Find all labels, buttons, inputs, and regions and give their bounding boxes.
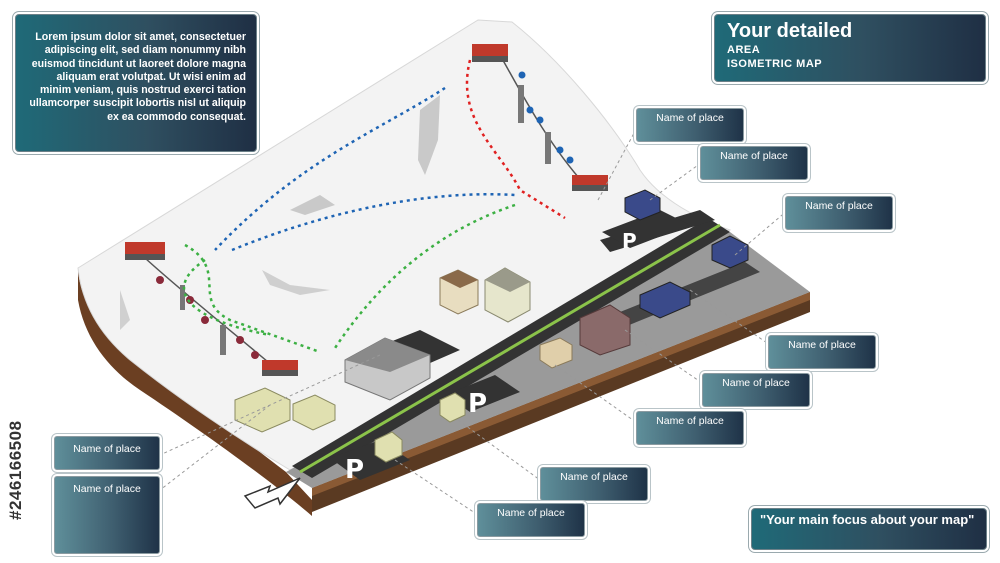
place-label: Name of place — [636, 108, 744, 142]
exit-arrow-icon — [243, 477, 301, 509]
place-label-text: Name of place — [720, 150, 788, 162]
place-label-text: Name of place — [722, 377, 790, 389]
place-label: Name of place — [540, 467, 648, 501]
svg-text:P: P — [622, 229, 637, 253]
snow-slope — [77, 19, 732, 471]
title-panel: Your detailed AREA ISOMETRIC MAP — [714, 14, 986, 82]
place-label-text: Name of place — [560, 471, 628, 483]
place-label: Name of place — [54, 476, 160, 554]
rock-ridge — [120, 290, 130, 330]
place-label: Name of place — [636, 411, 744, 445]
stock-id: #246166508 — [4, 320, 26, 520]
place-label-text: Name of place — [656, 112, 724, 124]
title-line-1: Your detailed — [727, 20, 853, 42]
place-label: Name of place — [702, 373, 810, 407]
intro-text-panel: Lorem ipsum dolor sit amet, consectetuer… — [15, 14, 257, 152]
terrain-soil — [78, 268, 312, 516]
place-label-text: Name of place — [805, 200, 873, 212]
title-line-2: AREA — [727, 44, 761, 56]
rock-ridge — [262, 270, 330, 295]
svg-text:P: P — [468, 389, 487, 419]
place-label-text: Name of place — [73, 483, 141, 495]
place-label-text: Name of place — [497, 507, 565, 519]
place-label: Name of place — [768, 335, 876, 369]
place-label: Name of place — [54, 436, 160, 470]
road-centerline — [299, 223, 721, 474]
place-label-text: Name of place — [73, 443, 141, 455]
rock-ridge — [418, 95, 440, 175]
focus-panel: "Your main focus about your map" — [751, 508, 987, 550]
stock-id-text: #246166508 — [6, 420, 25, 520]
place-label-text: Name of place — [656, 415, 724, 427]
ski-lift-left — [125, 242, 298, 376]
place-label: Name of place — [700, 146, 808, 180]
rock-ridge — [290, 195, 335, 215]
place-label: Name of place — [785, 196, 893, 230]
focus-text: "Your main focus about your map" — [760, 512, 975, 527]
intro-text: Lorem ipsum dolor sit amet, consectetuer… — [29, 31, 246, 123]
svg-text:P: P — [345, 455, 364, 485]
ski-routes — [182, 59, 566, 354]
place-label: Name of place — [477, 503, 585, 537]
leader-lines — [159, 121, 789, 516]
platform-front-top — [312, 292, 810, 496]
title-line-3: ISOMETRIC MAP — [727, 58, 823, 70]
ski-lift-right — [472, 44, 608, 191]
building-icon — [234, 189, 749, 463]
place-label-text: Name of place — [788, 339, 856, 351]
